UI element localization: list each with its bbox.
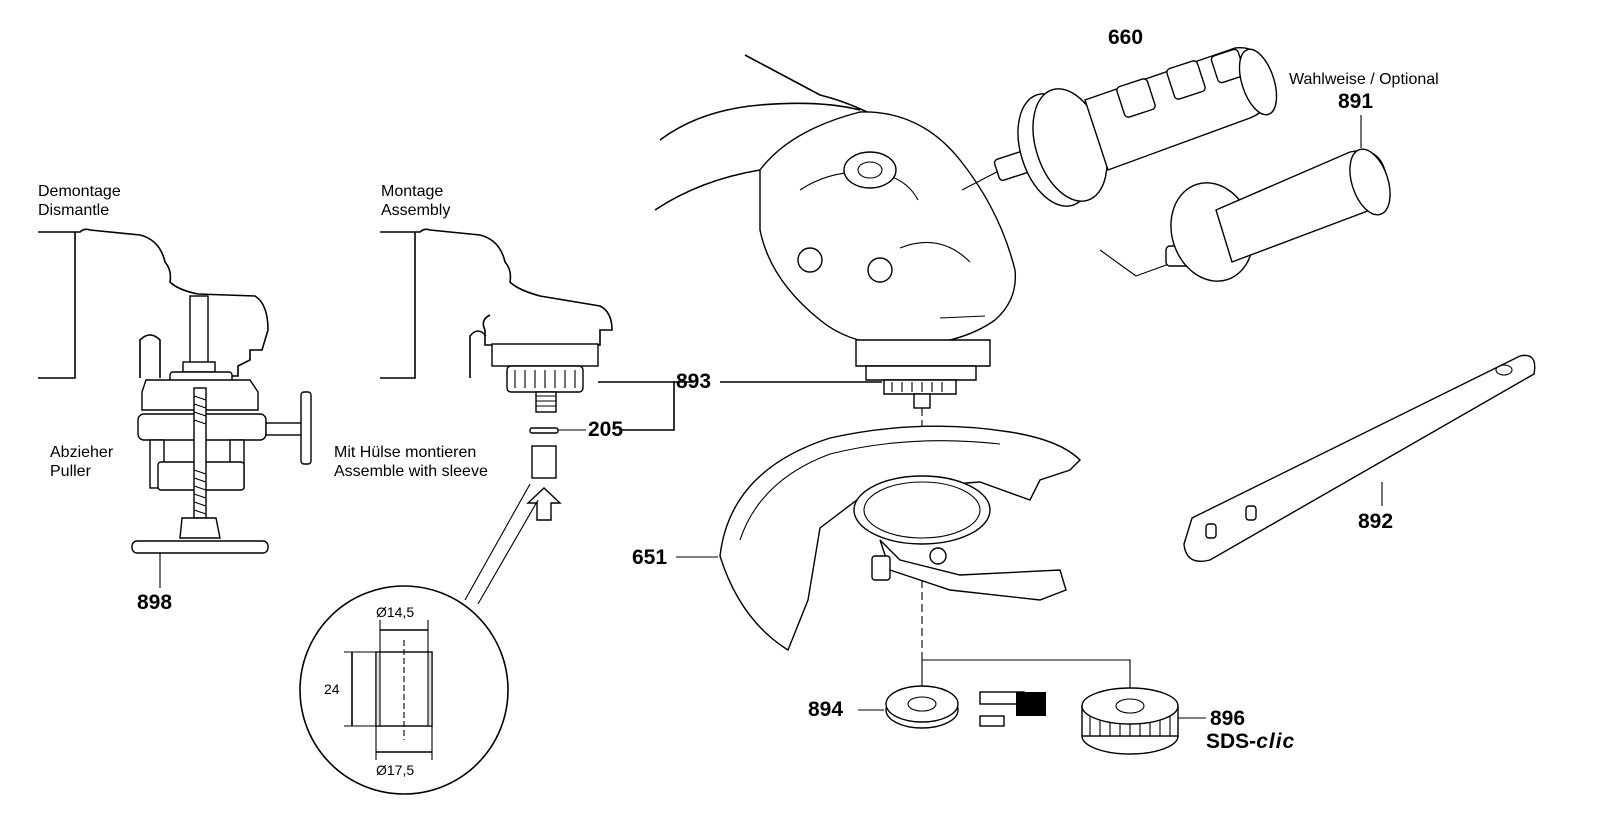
puller-label-en: Puller: [50, 463, 91, 480]
optional-handle-891: [1165, 115, 1391, 282]
spanner-wrench-892: [1183, 354, 1536, 562]
protective-guard-651: [676, 425, 1081, 660]
sds-clic-brand: SDS-clic: [1206, 730, 1296, 753]
sleeve-label-de: Mit Hülse montieren: [334, 444, 477, 461]
dismantle-housing-outline: [38, 228, 269, 379]
mounting-flange-894: [858, 685, 1046, 729]
sleeve-part: [526, 445, 562, 521]
connection-lines-894-896: [921, 659, 1131, 700]
leader-893-205: [598, 381, 882, 431]
part-number-894: 894: [808, 698, 844, 721]
sleeve-detail-circle: [299, 483, 539, 795]
puller-tool: [131, 295, 312, 588]
part-number-898: 898: [137, 591, 173, 614]
assembly-label-en: Assembly: [381, 202, 451, 219]
sleeve-label-en: Assemble with sleeve: [334, 463, 488, 480]
dismantle-label-de: Demontage: [38, 183, 121, 200]
puller-label-de: Abzieher: [50, 444, 114, 461]
part-number-892: 892: [1358, 510, 1394, 533]
dismantle-label-en: Dismantle: [38, 202, 110, 219]
part-number-893: 893: [676, 370, 712, 393]
optional-label: Wahlweise / Optional: [1289, 71, 1439, 88]
part-number-205: 205: [588, 418, 624, 441]
part-number-660: 660: [1108, 26, 1144, 49]
angle-grinder-head: [654, 54, 1017, 530]
dimension-length: 24: [324, 681, 340, 697]
assembly-label-de: Montage: [381, 183, 444, 200]
part-number-651: 651: [632, 546, 668, 569]
part-number-896: 896: [1210, 707, 1246, 730]
part-number-891: 891: [1338, 90, 1374, 113]
part-205-ring: [529, 427, 586, 434]
dimension-inner-diameter: Ø14,5: [376, 604, 415, 620]
clamping-nut-896: [1081, 687, 1206, 755]
auxiliary-handle-660: [961, 47, 1278, 277]
spindle-nut: [491, 343, 599, 413]
dimension-outer-diameter: Ø17,5: [376, 762, 415, 778]
